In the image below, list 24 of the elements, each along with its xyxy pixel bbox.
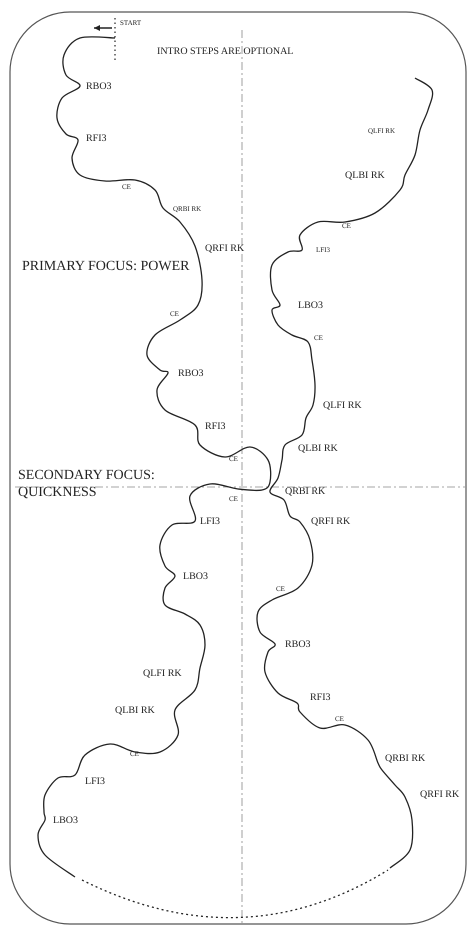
step-label: LBO3 xyxy=(298,300,323,311)
section-heading: SECONDARY FOCUS: QUICKNESS xyxy=(18,467,156,501)
step-label: QRFI RK xyxy=(205,243,244,254)
step-label: QLBI RK xyxy=(115,705,155,716)
step-label: RFI3 xyxy=(205,421,226,432)
step-label: QRFI RK xyxy=(420,789,460,800)
step-label: QRFI RK xyxy=(311,516,350,527)
step-label: QLBI RK xyxy=(298,443,338,454)
step-label: RBO3 xyxy=(178,368,204,379)
step-label: LFI3 xyxy=(85,776,105,787)
step-label: LBO3 xyxy=(53,815,78,826)
step-label: QRBI RK xyxy=(285,486,326,497)
step-label: RFI3 xyxy=(310,692,331,703)
step-label: RFI3 xyxy=(86,133,107,144)
step-label: QRBI RK xyxy=(385,753,426,764)
step-label: LBO3 xyxy=(183,571,208,582)
section-heading: PRIMARY FOCUS: POWER xyxy=(22,258,191,275)
step-label: QLFI RK xyxy=(323,400,362,411)
step-label: QLBI RK xyxy=(345,170,385,181)
step-label: LFI3 xyxy=(200,516,220,527)
step-label: RBO3 xyxy=(285,639,311,650)
note-text: INTRO STEPS ARE OPTIONAL xyxy=(157,46,294,57)
step-label: RBO3 xyxy=(86,81,112,92)
step-label: QLFI RK xyxy=(143,668,182,679)
